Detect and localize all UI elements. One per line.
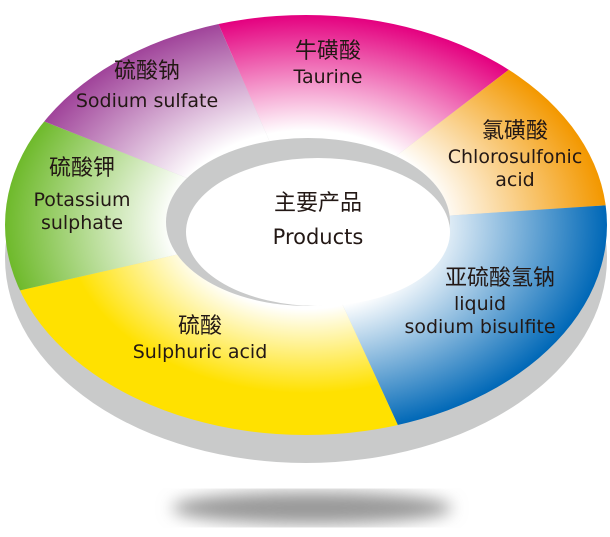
segment-potassium xyxy=(5,104,306,295)
bisulfite-en-line2: sodium bisulfite xyxy=(404,316,556,339)
potassium-zh: 硫酸钾 xyxy=(48,156,115,181)
center-en: Products xyxy=(272,224,364,249)
label-taurine: 牛磺酸 Taurine xyxy=(294,38,363,89)
label-sodium-sulfate: 硫酸钠 Sodium sulfate xyxy=(76,58,218,113)
taurine-en: Taurine xyxy=(293,65,363,88)
label-potassium-sulphate: 硫酸钾 Potassium sulphate xyxy=(33,155,130,236)
chlorosulfonic-en-line2: acid xyxy=(495,169,535,192)
bisulfite-zh: 亚硫酸氢钠 xyxy=(444,266,555,291)
center-hole xyxy=(186,158,450,306)
chlorosulfonic-zh: 氯磺酸 xyxy=(481,119,548,144)
sulphuric-zh: 硫酸 xyxy=(177,314,222,339)
drop-shadow xyxy=(172,492,452,524)
center-zh: 主要产品 xyxy=(273,191,362,216)
bisulfite-en-line1: liquid xyxy=(454,292,506,315)
sulphuric-en: Sulphuric acid xyxy=(132,340,268,363)
label-bisulfite: 亚硫酸氢钠 liquid sodium bisulfite xyxy=(404,265,555,340)
center-label: 主要产品 Products xyxy=(273,190,364,250)
label-sulphuric: 硫酸 Sulphuric acid xyxy=(133,313,268,364)
potassium-en-line2: sulphate xyxy=(40,212,124,235)
sodium-sulfate-zh: 硫酸钠 xyxy=(113,59,180,84)
label-chlorosulfonic: 氯磺酸 Chlorosulfonic acid xyxy=(448,118,583,193)
chlorosulfonic-en-line1: Chlorosulfonic xyxy=(447,145,583,168)
potassium-en-line1: Potassium xyxy=(33,188,131,211)
taurine-zh: 牛磺酸 xyxy=(294,39,361,64)
sodium-sulfate-en: Sodium sulfate xyxy=(75,89,219,112)
